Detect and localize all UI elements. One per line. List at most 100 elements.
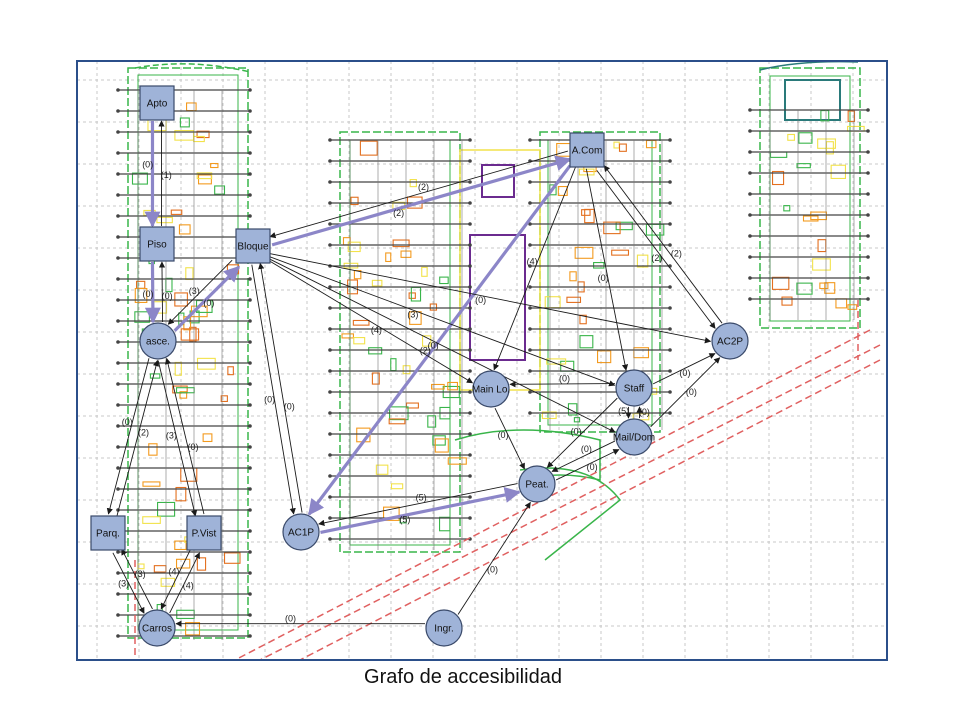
node-piso: Piso (139, 226, 175, 262)
node-staff-label: Staff (624, 384, 645, 395)
plan-grid (77, 61, 887, 660)
node-ac1p: AC1P (282, 513, 320, 551)
edge-peat-to-maildom (555, 449, 620, 481)
edge-parq-to-carros (112, 552, 145, 614)
edge-label-acom-to-staff: (0) (598, 273, 609, 283)
site-boundary (134, 300, 881, 661)
node-piso-label: Piso (147, 240, 167, 251)
node-peat: Peat. (518, 465, 556, 503)
edge-label-maildom-to-staff: (0) (639, 407, 650, 417)
edge-pvist-to-asce (164, 357, 205, 515)
edge-label-piso-to-asce: (0) (142, 289, 153, 299)
node-mainlo-shape (472, 370, 510, 408)
edge-staff-to-ac2p (652, 353, 716, 385)
node-apto-label: Apto (147, 99, 168, 110)
edge-bloque-to-maildom (269, 258, 616, 433)
floor-plan-background (77, 60, 887, 661)
edge-label-bloque-to-staff: (3) (407, 310, 418, 320)
edge-carros-to-pvist (169, 552, 200, 614)
edge-bloque-to-staff (269, 256, 616, 387)
edge-label-asce-to-piso: (0) (162, 291, 173, 301)
edge-label-pvist-to-carros: (4) (168, 567, 179, 577)
edge-label-peat-to-maildom: (0) (587, 462, 598, 472)
edge-acom-to-ac1p (307, 164, 572, 516)
node-staff: Staff (615, 369, 653, 407)
node-parq-shape (90, 515, 126, 551)
node-acom-shape (569, 132, 605, 168)
node-parq: Parq. (90, 515, 126, 551)
edge-label-bloque-to-asce: (3) (189, 286, 200, 296)
node-ac2p: AC2P (711, 322, 749, 360)
edge-bloque-to-ac1p (251, 264, 296, 515)
node-mainlo-label: Main Lo. (472, 385, 510, 396)
edge-ac1p-to-peat (320, 487, 521, 535)
diagram-caption: Grafo de accesibilidad (364, 666, 562, 688)
edge-maildom-to-ac2p (650, 357, 721, 428)
edge-label-asce-to-pvist: (3) (166, 431, 177, 441)
edge-label-apto-to-piso: (0) (142, 159, 153, 169)
edge-label-bloque-to-acom: (2) (393, 208, 404, 218)
edge-acom-to-ac2p (596, 170, 716, 329)
edge-asce-to-parq (106, 358, 150, 515)
edge-bloque-to-mainlo (268, 260, 474, 384)
node-parq-label: Parq. (96, 529, 120, 540)
edge-mainlo-to-peat (494, 407, 525, 470)
edge-label-bloque-to-maildom: (0) (428, 341, 439, 351)
edge-label-maildom-to-peat: (0) (581, 444, 592, 454)
node-ac1p-label: AC1P (288, 528, 314, 539)
edge-label-staff-to-mainlo: (0) (559, 374, 570, 384)
edge-label-acom-to-ac2p: (2) (651, 253, 662, 263)
edge-asce-to-pvist (157, 360, 198, 517)
edge-label-staff-to-maildom: (5) (618, 406, 629, 416)
edge-label-asce-to-parq: (0) (122, 417, 133, 427)
plan-frame (76, 60, 888, 661)
edge-label-acom-to-ac1p: (2) (420, 345, 431, 355)
edge-label-staff-to-peat: (0) (571, 426, 582, 436)
edge-label-acom-to-bloque: (2) (418, 182, 429, 192)
edge-ingr-to-peat (457, 501, 531, 615)
node-pvist-label: P.Vist (192, 529, 217, 540)
node-acom-label: A.Com (572, 146, 603, 157)
node-ingr-label: Ingr. (434, 624, 453, 635)
node-bloque-label: Bloque (237, 242, 269, 253)
graph-edge-labels: (0)(1)(0)(0)(0)(3)(2)(2)(2)(5)(5)(0)(0)(… (118, 159, 697, 623)
node-maildom: Mail/Dom (613, 418, 655, 456)
edge-acom-to-staff (585, 168, 629, 371)
edge-label-ingr-to-carros: (0) (285, 613, 296, 623)
node-carros-label: Carros (142, 624, 172, 635)
node-asce-label: asce. (146, 337, 170, 348)
node-staff-shape (615, 369, 653, 407)
node-ingr: Ingr. (425, 609, 463, 647)
node-piso-shape (139, 226, 175, 262)
node-pvist-shape (186, 515, 222, 551)
node-carros: Carros (138, 609, 176, 647)
node-maildom-label: Mail/Dom (613, 433, 655, 444)
edge-pvist-to-carros (160, 549, 192, 610)
node-peat-shape (518, 465, 556, 503)
edge-acom-to-bloque (269, 150, 569, 239)
edge-label-carros-to-pvist: (4) (183, 581, 194, 591)
graph-edges (106, 120, 723, 627)
edge-label-maildom-to-ac2p: (0) (686, 387, 697, 397)
edge-label-ac2p-to-acom: (2) (671, 249, 682, 259)
edge-staff-to-mainlo (509, 381, 615, 388)
edge-label-ingr-to-peat: (0) (487, 564, 498, 574)
node-maildom-shape (615, 418, 653, 456)
node-asce-shape (139, 322, 177, 360)
edge-label-ac1p-to-bloque: (0) (284, 401, 295, 411)
edge-asce-to-bloque (173, 265, 241, 332)
node-ac1p-shape (282, 513, 320, 551)
edge-label-carros-to-parq: (3) (135, 569, 146, 579)
node-ac2p-shape (711, 322, 749, 360)
node-asce: asce. (139, 322, 177, 360)
edge-piso-to-asce (144, 262, 161, 324)
node-peat-label: Peat. (525, 480, 548, 491)
node-pvist: P.Vist (186, 515, 222, 551)
edge-label-staff-to-ac2p: (0) (679, 368, 690, 378)
edge-label-parq-to-carros: (3) (118, 578, 129, 588)
edge-label-ac1p-to-peat: (5) (399, 515, 410, 525)
node-mainlo: Main Lo. (472, 370, 510, 408)
edge-label-peat-to-ac1p: (5) (416, 493, 427, 503)
edge-label-parq-to-asce: (2) (138, 428, 149, 438)
node-ac2p-label: AC2P (717, 337, 743, 348)
